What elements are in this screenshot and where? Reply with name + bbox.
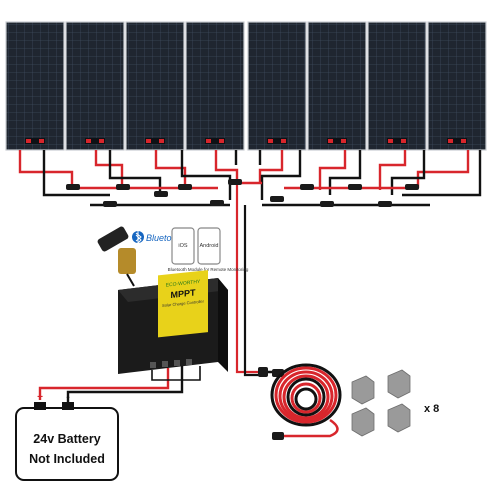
mppt-controller: ECO-WORTHY MPPT Solar Charge Controller <box>118 270 228 374</box>
junction-box <box>387 138 407 144</box>
solar-panel <box>5 21 65 151</box>
battery-wires <box>38 366 201 402</box>
junction-box <box>25 138 45 144</box>
bracket-icon <box>351 375 375 405</box>
controller-brand: ECO-WORTHY <box>166 279 201 289</box>
positive-terminal <box>206 139 211 143</box>
bluetooth-caption: Bluetooth Module for Remote Monitoring <box>168 267 249 272</box>
bracket-quantity: x 8 <box>424 403 439 415</box>
bluetooth-brand: Bluetooth <box>146 233 184 243</box>
solar-panel <box>307 21 367 151</box>
junction-box <box>145 138 165 144</box>
battery-plus-label: + <box>37 392 43 403</box>
mounting-brackets: x 8 <box>351 369 439 437</box>
wiring-harness <box>18 150 482 377</box>
junction-box <box>267 138 287 144</box>
bluetooth-dongle-icon <box>118 248 136 274</box>
positive-terminal <box>448 139 453 143</box>
negative-terminal <box>461 139 466 143</box>
positive-terminal <box>146 139 151 143</box>
antenna-icon <box>97 226 129 252</box>
negative-terminal <box>99 139 104 143</box>
solar-panel <box>185 21 245 151</box>
solar-panel <box>367 21 427 151</box>
negative-terminal <box>341 139 346 143</box>
negative-terminal <box>401 139 406 143</box>
solar-panel <box>247 21 307 151</box>
android-label: Android <box>200 243 219 249</box>
controller-label-panel <box>158 270 208 338</box>
ios-phone-icon <box>171 227 195 265</box>
positive-terminal <box>268 139 273 143</box>
battery-label-line2: Not Included <box>29 452 105 466</box>
android-phone-icon <box>197 227 221 265</box>
battery: + - 24v Battery Not Included <box>15 392 119 481</box>
battery-label-line1: 24v Battery <box>33 432 100 446</box>
junction-box <box>205 138 225 144</box>
positive-terminal <box>86 139 91 143</box>
bracket-icon <box>387 403 411 433</box>
solar-panel <box>125 21 185 151</box>
extension-cable <box>258 363 342 440</box>
bluetooth-module: Bluetooth iOS Android Bluetooth Module f… <box>97 226 249 287</box>
solar-panel <box>427 21 487 151</box>
bracket-icon <box>387 369 411 399</box>
positive-terminal <box>26 139 31 143</box>
negative-terminal <box>39 139 44 143</box>
junction-box <box>327 138 347 144</box>
negative-terminal <box>281 139 286 143</box>
junction-box <box>85 138 105 144</box>
ios-label: iOS <box>178 243 188 249</box>
bracket-icon <box>351 407 375 437</box>
positive-terminal <box>388 139 393 143</box>
junction-box <box>447 138 467 144</box>
negative-terminal <box>219 139 224 143</box>
solar-panels <box>5 21 487 151</box>
solar-panel <box>65 21 125 151</box>
positive-terminal <box>328 139 333 143</box>
negative-terminal <box>159 139 164 143</box>
battery-minus-label: - <box>66 392 69 403</box>
controller-type: MPPT <box>171 287 196 300</box>
controller-subtitle: Solar Charge Controller <box>162 299 205 308</box>
